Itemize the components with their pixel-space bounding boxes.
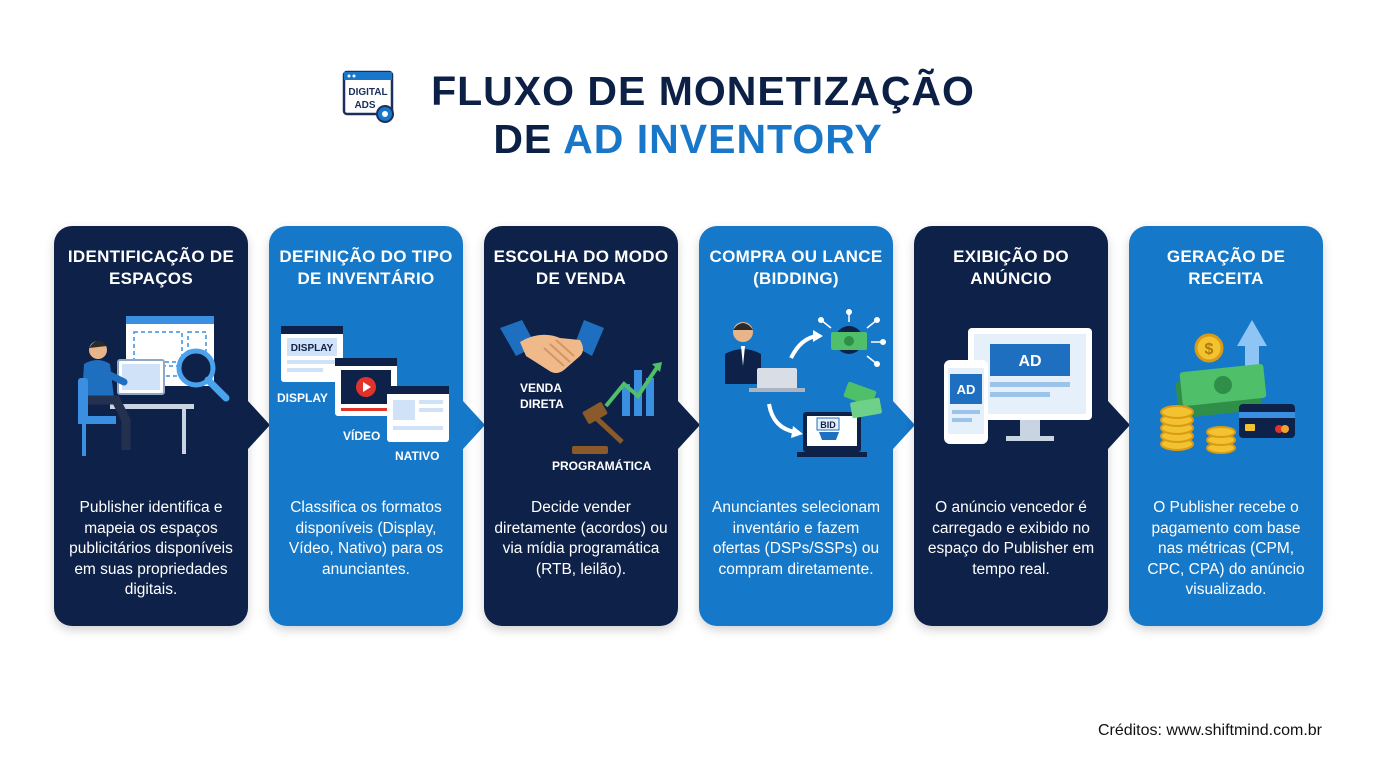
svg-text:BID: BID xyxy=(820,420,836,430)
step-card-exibicao: EXIBIÇÃO DO ANÚNCIO AD AD O anúncio venc… xyxy=(914,226,1108,626)
bidding-person-laptop-icon: BID xyxy=(725,309,886,457)
step-title: DEFINIÇÃO DO TIPO DE INVENTÁRIO xyxy=(279,247,453,288)
header: DIGITAL ADS FLUXO DE MONETIZAÇÃO DE AD I… xyxy=(0,60,1376,170)
svg-text:VENDA: VENDA xyxy=(520,381,562,395)
svg-text:AD: AD xyxy=(1018,353,1041,370)
arrow-right-icon xyxy=(1108,401,1130,449)
title-line-1: FLUXO DE MONETIZAÇÃO xyxy=(431,68,975,114)
step-description: Decide vender diretamente (acordos) ou v… xyxy=(494,499,668,578)
step-title: IDENTIFICAÇÃO DE ESPAÇOS xyxy=(67,247,235,288)
step-description: Anunciantes selecionam inventário e faze… xyxy=(711,499,881,578)
title-prefix: DE xyxy=(493,116,564,162)
handshake-gavel-icon: VENDA DIRETA PROGRAMÁTICA xyxy=(500,320,662,473)
step-description: Classifica os formatos disponíveis (Disp… xyxy=(288,499,444,578)
svg-text:NATIVO: NATIVO xyxy=(395,449,439,463)
svg-text:DISPLAY: DISPLAY xyxy=(277,391,328,405)
step-description: O anúncio vencedor é carregado e exibido… xyxy=(927,499,1095,578)
money-coins-card-icon: $ xyxy=(1160,320,1295,454)
credits: Créditos: www.shiftmind.com.br xyxy=(1097,722,1322,739)
title-line-2: DE AD INVENTORY xyxy=(0,116,1376,163)
ad-on-devices-icon: AD AD xyxy=(944,328,1092,444)
step-title: COMPRA OU LANCE (BIDDING) xyxy=(709,247,883,288)
arrow-right-icon xyxy=(463,401,485,449)
person-at-desk-magnifier-icon xyxy=(78,316,230,456)
step-title: GERAÇÃO DE RECEITA xyxy=(1166,247,1286,288)
flow-steps: IDENTIFICAÇÃO DE ESPAÇOS Publisher ident… xyxy=(54,226,1324,626)
logo-text-1: DIGITAL xyxy=(348,87,387,98)
logo-text-2: ADS xyxy=(354,100,375,111)
svg-text:VÍDEO: VÍDEO xyxy=(343,428,380,443)
step-description: Publisher identifica e mapeia os espaços… xyxy=(69,499,233,598)
title-accent: AD INVENTORY xyxy=(563,116,883,162)
arrow-right-icon xyxy=(678,401,700,449)
svg-text:PROGRAMÁTICA: PROGRAMÁTICA xyxy=(552,458,652,473)
ad-format-windows-icon: DISPLAY DISPLAY VÍDEO NATIVO xyxy=(277,326,449,463)
step-card-modo-venda: ESCOLHA DO MODO DE VENDA VENDA DIRETA PR… xyxy=(484,226,678,626)
arrow-right-icon xyxy=(248,401,270,449)
svg-text:AD: AD xyxy=(957,382,976,397)
step-card-compra-lance: COMPRA OU LANCE (BIDDING) xyxy=(699,226,893,626)
step-title: ESCOLHA DO MODO DE VENDA xyxy=(493,247,669,288)
svg-text:$: $ xyxy=(1205,341,1214,358)
digital-ads-logo-icon: DIGITAL ADS xyxy=(342,70,394,123)
step-card-identificacao: IDENTIFICAÇÃO DE ESPAÇOS Publisher ident… xyxy=(54,226,248,626)
svg-text:DIRETA: DIRETA xyxy=(520,397,564,411)
svg-text:DISPLAY: DISPLAY xyxy=(291,343,334,354)
step-card-receita: GERAÇÃO DE RECEITA $ O Publisher recebe … xyxy=(1129,226,1323,626)
step-card-tipo-inventario: DEFINIÇÃO DO TIPO DE INVENTÁRIO DISPLAY … xyxy=(269,226,463,626)
step-description: O Publisher recebe o pagamento com base … xyxy=(1147,499,1305,598)
step-title: EXIBIÇÃO DO ANÚNCIO xyxy=(953,247,1069,288)
arrow-right-icon xyxy=(893,401,915,449)
